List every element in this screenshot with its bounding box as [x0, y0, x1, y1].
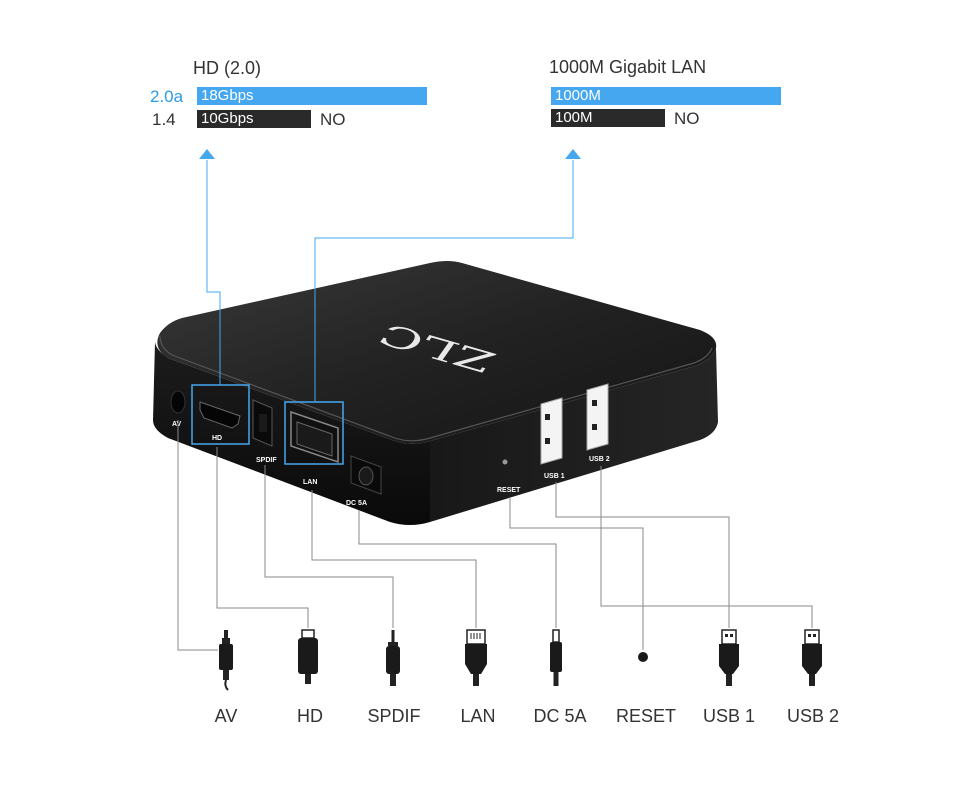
connector-label-usb2: USB 2: [786, 706, 840, 726]
svg-text:DC 5A: DC 5A: [346, 500, 367, 507]
tv-box-device: [153, 261, 718, 525]
usb1-port: USB 1: [540, 397, 565, 480]
dc-plug-icon: [550, 629, 562, 686]
connector-label-reset: RESET: [615, 706, 676, 726]
svg-text:RESET: RESET: [497, 487, 521, 494]
rca-plug-icon: [219, 630, 233, 691]
reset-hole: RESET: [497, 459, 521, 494]
hdmi-plug-icon: [298, 629, 318, 684]
connector-label-dc: DC 5A: [533, 706, 587, 726]
hd-version-2-0a: 2.0a: [150, 87, 184, 106]
connector-label-spdif: SPDIF: [367, 706, 421, 726]
svg-text:AV: AV: [172, 421, 182, 428]
connector-label-lan: LAN: [460, 706, 496, 726]
hd-speed-bar-18gbps: 18Gbps: [197, 87, 427, 105]
svg-text:LAN: LAN: [303, 479, 317, 486]
hd-no-label: NO: [320, 110, 346, 129]
connector-label-usb1: USB 1: [702, 706, 756, 726]
dc-port: DC 5A: [346, 455, 382, 507]
svg-text:USB 1: USB 1: [544, 473, 565, 480]
connector-label-hd: HD: [297, 706, 323, 726]
optical-plug-icon: [386, 630, 400, 686]
hd-speed-bar-10gbps: 10Gbps: [197, 110, 311, 128]
connector-leader-lines: [177, 420, 813, 651]
hd-callout-line: [206, 160, 221, 385]
connector-label-av: AV: [214, 706, 238, 726]
lan-spec-title: 1000M Gigabit LAN: [549, 57, 707, 77]
ethernet-plug-icon: [465, 629, 487, 686]
lan-no-label: NO: [674, 109, 700, 128]
hd-spec-title: HD (2.0): [193, 58, 262, 78]
lan-callout-arrow: [565, 149, 581, 159]
reset-dot-icon: [638, 652, 648, 662]
lan-speed-bar-100m: 100M: [551, 109, 665, 127]
lan-port: LAN: [284, 401, 344, 486]
svg-text:USB 2: USB 2: [589, 456, 610, 463]
av-port: AV: [170, 390, 186, 428]
lan-callout-line: [314, 160, 574, 402]
hd-callout-arrow: [199, 149, 215, 159]
lan-speed-bar-1000m: 1000M: [551, 87, 781, 105]
svg-text:HD: HD: [212, 435, 222, 442]
usb2-port: USB 2: [586, 383, 610, 463]
usb1-plug-icon: [719, 629, 739, 686]
spdif-port: SPDIF: [252, 399, 277, 464]
hd-version-1-4: 1.4: [152, 110, 176, 129]
svg-text:SPDIF: SPDIF: [256, 457, 277, 464]
usb2-plug-icon: [802, 629, 822, 686]
